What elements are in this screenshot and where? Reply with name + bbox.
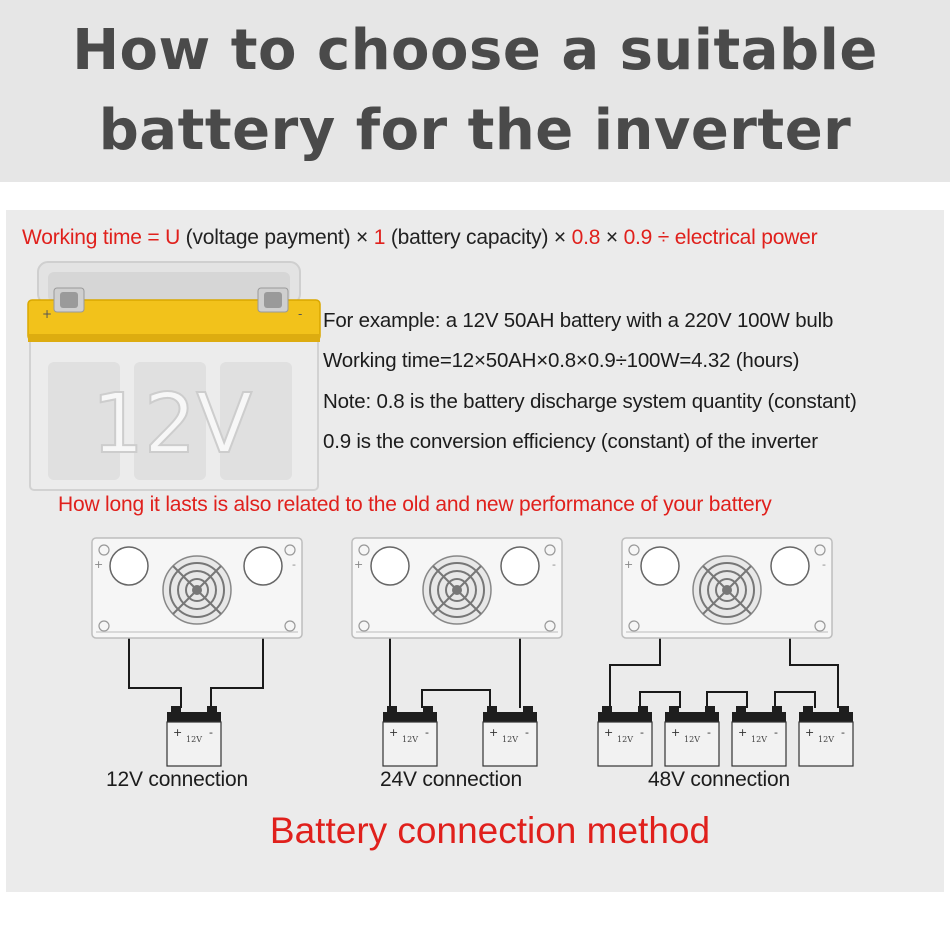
formula-part: 0.8: [571, 226, 601, 249]
label-48v-connection: 48V connection: [648, 768, 790, 791]
inverter-48v: [621, 537, 833, 639]
formula-part: (voltage payment) ×: [180, 226, 374, 249]
svg-text:-: -: [298, 307, 302, 321]
small-battery-label: 12V: [402, 735, 418, 744]
formula-part: 1: [373, 226, 386, 249]
battery-performance-note: How long it lasts is also related to the…: [58, 493, 772, 516]
formula-part: (battery capacity) ×: [385, 226, 572, 249]
battery-24v-connection-1: 12V: [382, 705, 438, 767]
formula-part: ×: [600, 226, 624, 249]
small-battery-label: 12V: [617, 735, 633, 744]
header-banner: How to choose a suitable battery for the…: [0, 0, 950, 182]
battery-48v-connection-3: 12V: [731, 705, 787, 767]
formula-part: 0.9: [623, 226, 653, 249]
page-title-line-1: How to choose a suitable: [72, 18, 878, 83]
page-title-line-2: battery for the inverter: [98, 98, 852, 163]
working-time-formula: Working time = U (voltage payment) × 1 (…: [22, 226, 818, 250]
example-line-4: 0.9 is the conversion efficiency (consta…: [323, 430, 818, 453]
battery-24v-connection-2: 12V: [482, 705, 538, 767]
example-line-2: Working time=12×50AH×0.8×0.9÷100W=4.32 (…: [323, 349, 800, 372]
battery-connection-method-title: Battery connection method: [269, 810, 711, 851]
small-battery-label: 12V: [502, 735, 518, 744]
battery-48v-connection-4: 12V: [798, 705, 854, 767]
example-line-3: Note: 0.8 is the battery discharge syste…: [323, 390, 857, 413]
battery-voltage-label: 12V: [92, 377, 252, 472]
small-battery-label: 12V: [186, 735, 202, 744]
small-battery-label: 12V: [751, 735, 767, 744]
label-24v-connection: 24V connection: [380, 768, 522, 791]
battery-illustration: + - 12V: [27, 261, 321, 491]
example-line-1: For example: a 12V 50AH battery with a 2…: [323, 309, 834, 332]
svg-text:+: +: [42, 307, 52, 321]
label-12v-connection: 12V connection: [106, 768, 248, 791]
inverter-24v: [351, 537, 563, 639]
battery-48v-connection-1: 12V: [597, 705, 653, 767]
formula-part: Working time = U: [22, 226, 181, 249]
inverter-12v: [91, 537, 303, 639]
battery-12v-connection: 12V: [166, 705, 222, 767]
formula-part: ÷ electrical power: [652, 226, 818, 249]
small-battery-label: 12V: [818, 735, 834, 744]
battery-48v-connection-2: 12V: [664, 705, 720, 767]
small-battery-label: 12V: [684, 735, 700, 744]
